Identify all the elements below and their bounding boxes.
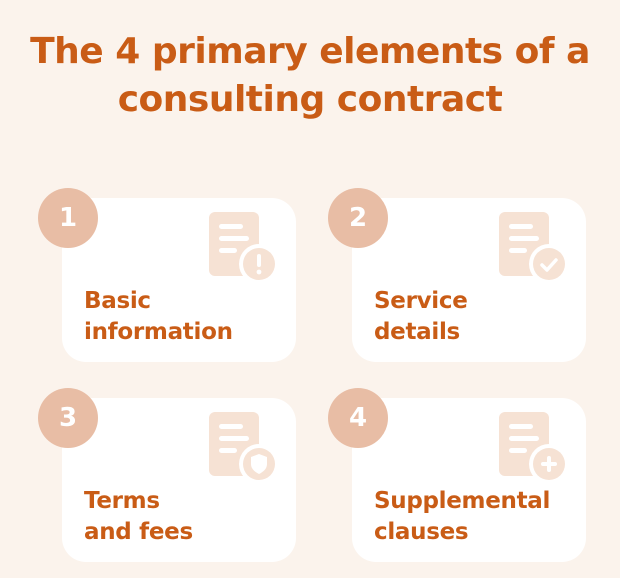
card-label-line-2: clauses	[374, 519, 469, 545]
title-line-1: The 4 primary elements of a	[30, 31, 590, 72]
card-label: Basic information	[84, 286, 294, 348]
document-alert-icon	[209, 212, 279, 284]
card-basic-information: Basic information	[62, 198, 296, 362]
number-badge-4: 4	[328, 388, 388, 448]
document-plus-icon	[499, 412, 569, 484]
card-label-line-1: Service	[374, 288, 468, 314]
card-label-line-1: Basic	[84, 288, 151, 314]
card-label: Supplemental clauses	[374, 486, 584, 548]
card-supplemental-clauses: Supplemental clauses	[352, 398, 586, 562]
card-label-line-2: details	[374, 319, 460, 345]
card-label-line-2: and fees	[84, 519, 193, 545]
card-label-line-1: Supplemental	[374, 488, 551, 514]
card-label: Service details	[374, 286, 584, 348]
document-shield-icon	[209, 412, 279, 484]
card-terms-and-fees: Terms and fees	[62, 398, 296, 562]
card-service-details: Service details	[352, 198, 586, 362]
title-line-2: consulting contract	[117, 79, 503, 120]
number-badge-2: 2	[328, 188, 388, 248]
page-title: The 4 primary elements of a consulting c…	[0, 28, 620, 124]
document-check-icon	[499, 212, 569, 284]
card-label: Terms and fees	[84, 486, 294, 548]
card-label-line-2: information	[84, 319, 233, 345]
card-label-line-1: Terms	[84, 488, 160, 514]
number-badge-1: 1	[38, 188, 98, 248]
number-badge-3: 3	[38, 388, 98, 448]
